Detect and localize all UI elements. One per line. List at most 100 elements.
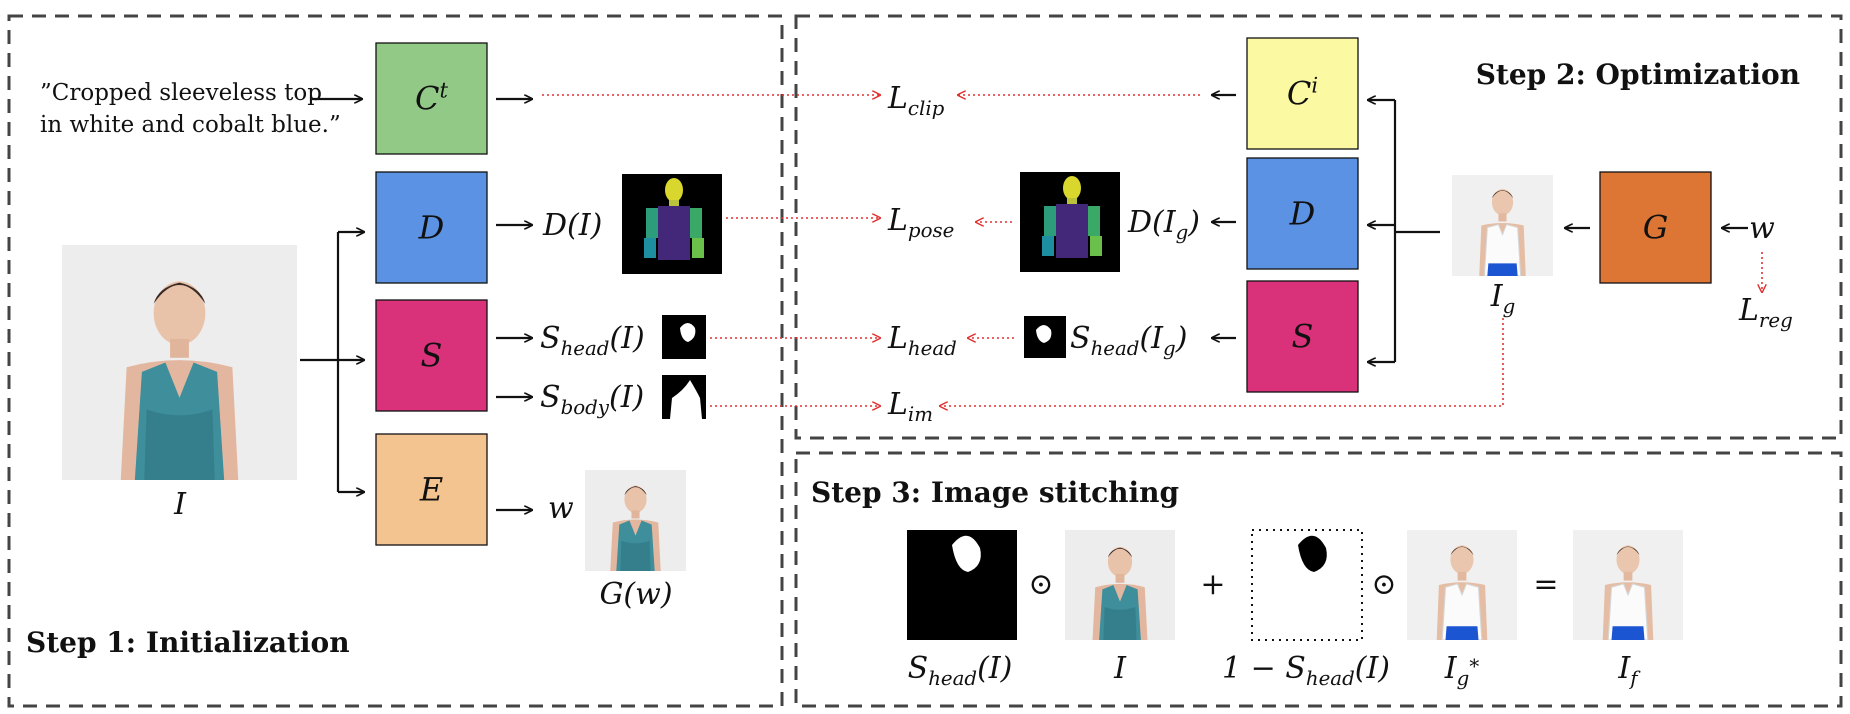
d-of-ig-label-part: ) [1187, 205, 1200, 240]
s-body-i-label-part: S [540, 380, 561, 415]
stitch-final-image [1573, 530, 1683, 640]
step1-title: Step 1: Initialization [26, 626, 350, 659]
stitch-caption-5: If [1617, 651, 1641, 690]
ig-image [1452, 175, 1553, 276]
loss-im-part: im [908, 403, 933, 426]
stitch-caption-3: 1 − Shead(I) [1222, 651, 1390, 690]
d-of-ig-label: D(Ig) [1127, 205, 1200, 244]
s2-module-label-part: S [1292, 318, 1314, 356]
d-of-i-label: D(I) [542, 208, 602, 243]
s-head-i-label-part: head [561, 337, 610, 360]
stitch-caption-3-part: (I) [1355, 651, 1390, 686]
stitch-caption-4-part: I [1444, 651, 1458, 686]
s2-module-label: S [1292, 318, 1314, 356]
stitch-caption-2-part: I [1113, 651, 1127, 686]
stitch-caption-2: I [1113, 651, 1127, 686]
step2-title-part: Step 2: Optimization [1476, 58, 1800, 91]
loss-clip-part: L [887, 81, 908, 116]
e-module-label-part: E [419, 471, 443, 509]
prompt-line1: ”Cropped sleeveless top [40, 80, 322, 106]
stitch-odot-1: ⊙ [1028, 567, 1053, 602]
step3-title-part: Step 3: Image stitching [811, 476, 1179, 509]
stitch-odot-2: ⊙ [1371, 567, 1396, 602]
step-frames [7, 14, 1843, 708]
loss-im: Lim [887, 387, 933, 426]
step1-title-part: Step 1: Initialization [26, 626, 350, 659]
d2-module [1246, 157, 1359, 270]
w2-label: w [1749, 211, 1775, 246]
stitch-caption-1-part: (I) [977, 651, 1012, 686]
step3-title: Step 3: Image stitching [811, 476, 1179, 509]
loss-clip: Lclip [887, 81, 945, 120]
stitch-caption-5-part: I [1617, 651, 1631, 686]
e-module-label: E [419, 471, 443, 509]
w2-label-part: w [1749, 211, 1775, 246]
s-head-ig-label-part: g [1163, 337, 1176, 360]
loss-reg-part: reg [1759, 309, 1793, 332]
stitch-caption-1-part: head [928, 667, 977, 690]
loss-clip-part: clip [908, 97, 945, 120]
ci-module-label: Ci [1287, 73, 1318, 113]
g-module-label: G [1643, 209, 1669, 247]
stitch-caption-5-part: f [1628, 667, 1641, 690]
ci-module-label-part: i [1311, 73, 1318, 98]
s2-module [1246, 280, 1359, 393]
stitch-caption-1: Shead(I) [908, 651, 1013, 690]
d2-module-label: D [1289, 195, 1316, 233]
ig-label-part: g [1503, 295, 1516, 318]
s-body-i-label-part: (I) [609, 380, 644, 415]
diagram-content: Step 1: Initialization Step 2: Optimizati… [26, 37, 1800, 690]
s-module-label: S [421, 337, 443, 375]
g-of-w-image [585, 470, 686, 571]
ig-label: Ig [1490, 279, 1516, 318]
loss-pose: Lpose [887, 203, 954, 242]
input-image [62, 245, 297, 480]
ci-module [1246, 37, 1359, 150]
stitch-plus-part: + [1200, 567, 1225, 602]
pose-map-gen [1020, 172, 1120, 272]
stitch-caption-1-part: S [908, 651, 929, 686]
s-head-ig-label: Shead(Ig) [1070, 321, 1187, 360]
stitch-caption-4-part: g [1457, 667, 1470, 690]
s-head-ig-label-part: head [1091, 337, 1140, 360]
ci-module-label-part: C [1287, 75, 1311, 113]
step3-frame [794, 451, 1843, 708]
w-label-part: w [548, 491, 574, 526]
input-image-label: I [173, 487, 187, 522]
stitch-plus: + [1200, 567, 1225, 602]
d-module-label: D [418, 209, 445, 247]
stitch-caption-4-part: * [1469, 655, 1479, 678]
step2-title: Step 2: Optimization [1476, 58, 1800, 91]
stitch-caption-3-part: 1 − S [1222, 651, 1306, 686]
ct-module [375, 42, 488, 155]
s-body-i-label-part: body [561, 396, 610, 419]
d-module [375, 171, 488, 284]
s-head-i-label-part: S [540, 321, 561, 356]
loss-pose-part: pose [908, 219, 954, 242]
stitch-input-image [1065, 530, 1175, 640]
ct-module-label-part: t [440, 78, 449, 103]
ig-label-part: I [1490, 279, 1504, 314]
s-body-i-label: Sbody(I) [540, 380, 644, 419]
head-mask-shape [680, 323, 696, 342]
s-module [375, 299, 488, 412]
s-module-label-part: S [421, 337, 443, 375]
g-module-label-part: G [1643, 209, 1669, 247]
d2-module-label-part: D [1289, 195, 1316, 233]
s-head-i-label: Shead(I) [540, 321, 645, 360]
ct-module-label-part: C [415, 80, 439, 118]
stitch-odot-1-part: ⊙ [1028, 567, 1053, 602]
d-of-ig-label-part: g [1176, 221, 1189, 244]
stitch-head-shape [952, 535, 981, 572]
s-head-ig-label-part: ) [1175, 321, 1188, 356]
stitch-caption-4: Ig* [1444, 651, 1480, 690]
g-of-w-label-part: G(w) [599, 577, 672, 612]
loss-im-part: L [887, 387, 908, 422]
s-head-i-label-part: (I) [609, 321, 644, 356]
step1-frame [7, 14, 784, 708]
stitch-equals: = [1533, 567, 1558, 602]
s-head-ig-label-part: (I [1139, 321, 1164, 356]
stitch-caption-3-part: head [1306, 667, 1355, 690]
d-of-ig-label-part: D(I [1127, 205, 1177, 240]
e-module [375, 433, 488, 546]
